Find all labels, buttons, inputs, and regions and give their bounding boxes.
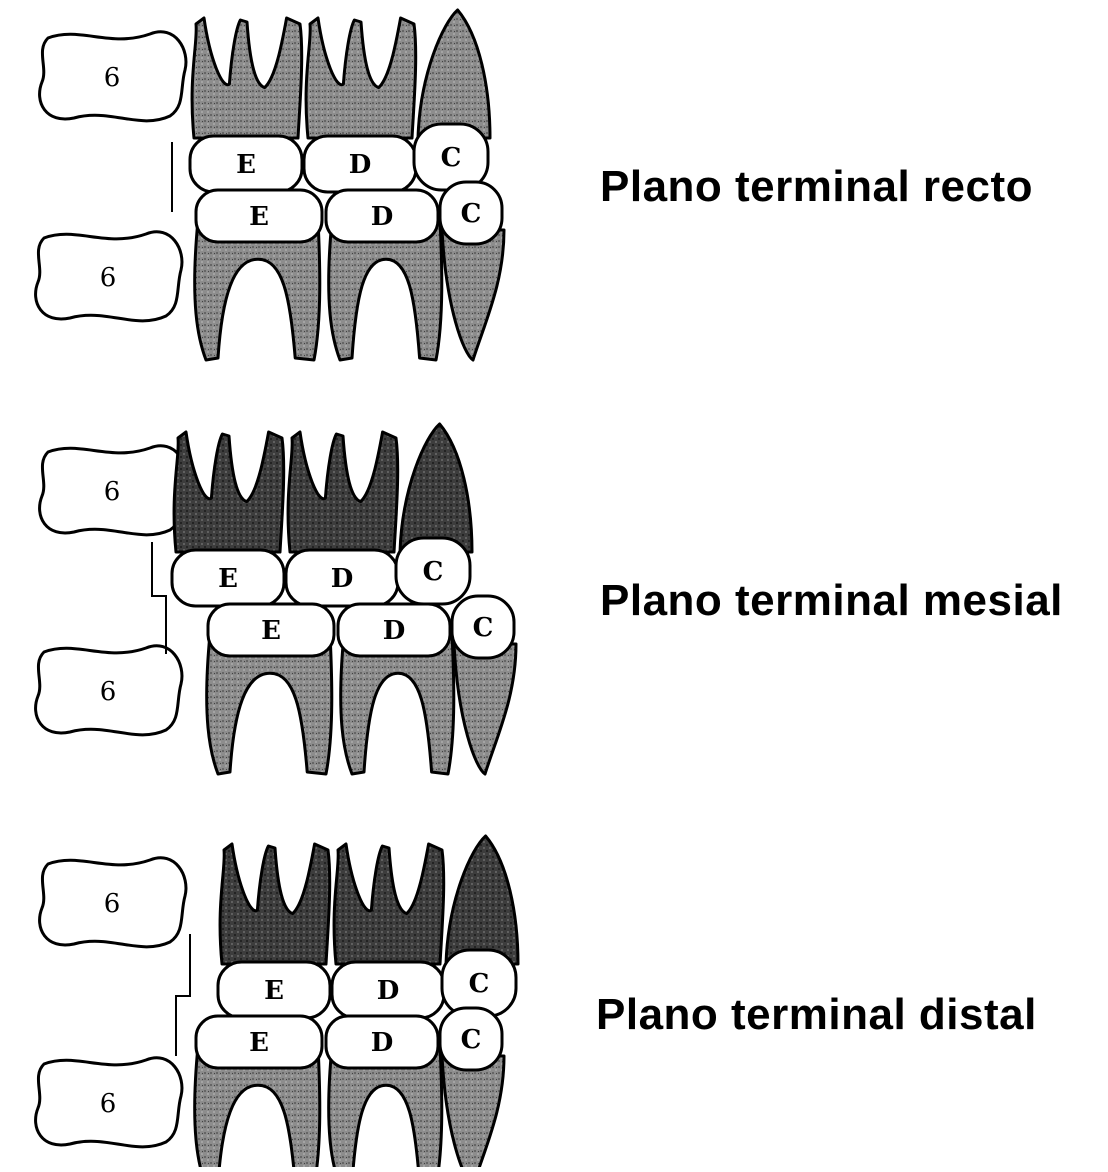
upper-molar-root	[334, 844, 444, 964]
upper-first-molar-6-number: 6	[104, 63, 121, 93]
upper-tooth-e-letter: E	[218, 564, 238, 594]
upper-tooth-e-letter: E	[236, 150, 256, 180]
lower-tooth-e-letter: E	[261, 616, 281, 646]
upper-tooth-d-letter: D	[349, 150, 372, 180]
terminal-plane-line	[176, 934, 190, 1056]
lower-first-molar-6-number: 6	[100, 263, 117, 293]
upper-tooth-d-letter: D	[331, 564, 354, 594]
upper-tooth-d-letter: D	[377, 976, 400, 1006]
lower-first-molar-6-number: 6	[100, 1089, 117, 1119]
upper-tooth-c-letter: C	[423, 557, 444, 587]
lower-canine-root	[442, 1056, 504, 1167]
lower-tooth-d-letter: D	[371, 202, 394, 232]
upper-molar-root	[288, 432, 398, 552]
lower-canine-root	[454, 644, 516, 774]
lower-tooth-d-letter: D	[383, 616, 406, 646]
upper-canine-root	[400, 424, 472, 552]
upper-tooth-c-letter: C	[441, 143, 462, 173]
lower-tooth-c-letter: C	[461, 1025, 482, 1055]
upper-first-molar-6-number: 6	[104, 889, 121, 919]
lower-tooth-e-letter: E	[249, 1028, 269, 1058]
upper-canine-root	[418, 10, 490, 138]
label-plano-terminal-recto: Plano terminal recto	[600, 162, 1033, 212]
lower-tooth-d-letter: D	[371, 1028, 394, 1058]
lower-tooth-e-letter: E	[249, 202, 269, 232]
upper-molar-root	[306, 18, 416, 138]
lower-first-molar-6-number: 6	[100, 677, 117, 707]
upper-molar-root	[192, 18, 302, 138]
upper-canine-root	[446, 836, 518, 964]
lower-tooth-c-letter: C	[473, 613, 494, 643]
label-plano-terminal-distal: Plano terminal distal	[596, 990, 1037, 1040]
label-plano-terminal-mesial: Plano terminal mesial	[600, 576, 1063, 626]
terminal-plane-line	[152, 542, 166, 654]
upper-molar-root	[174, 432, 284, 552]
upper-tooth-c-letter: C	[469, 969, 490, 999]
lower-tooth-c-letter: C	[461, 199, 482, 229]
upper-first-molar-6-number: 6	[104, 477, 121, 507]
upper-tooth-e-letter: E	[264, 976, 284, 1006]
lower-canine-root	[442, 230, 504, 360]
upper-molar-root	[220, 844, 330, 964]
